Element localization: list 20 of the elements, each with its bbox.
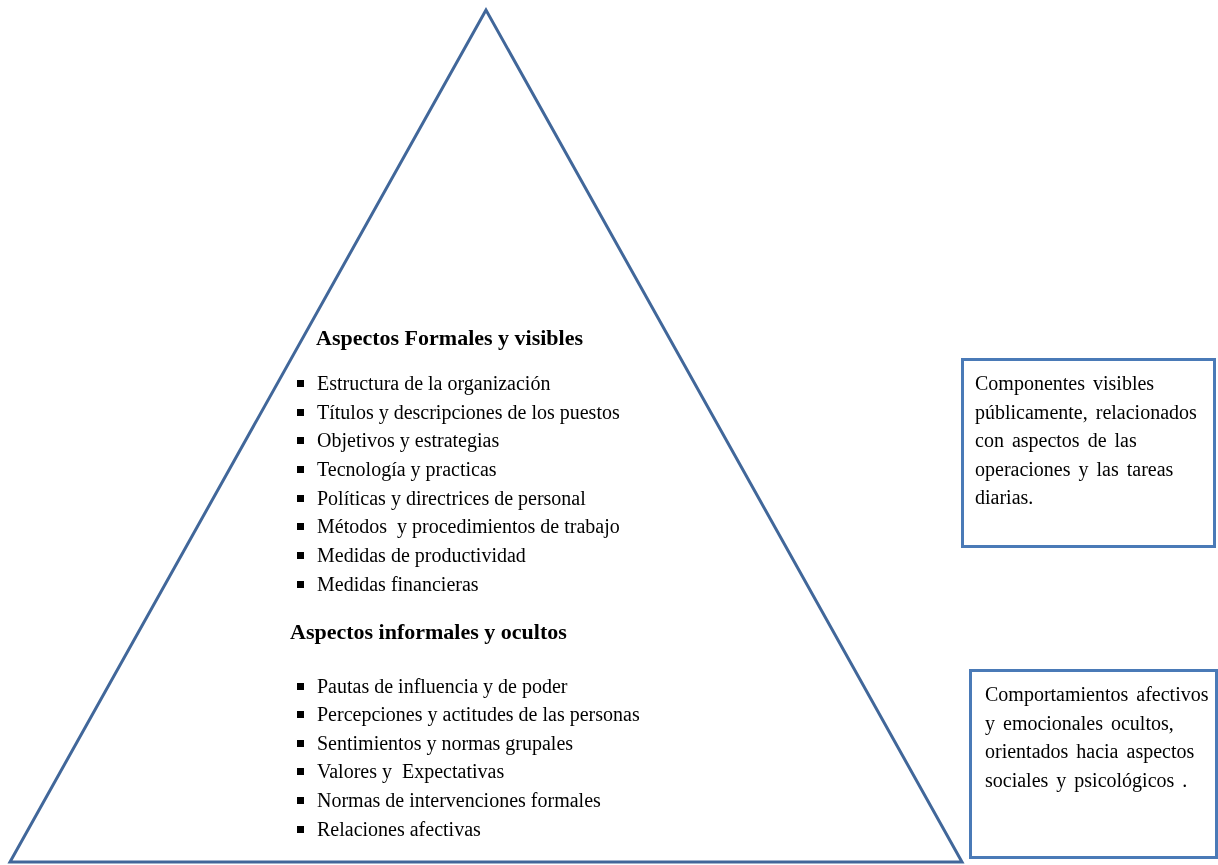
description-text: Componentes visibles públicamente, relacionados con aspectos de las operaciones y las tareas diarias. — [975, 371, 1198, 510]
section-heading: Aspectos Formales y visibles — [316, 325, 584, 351]
list-item: Pautas de influencia y de poder — [317, 674, 568, 698]
list-item: Relaciones afectivas — [317, 817, 481, 841]
list-item: Medidas financieras — [317, 572, 479, 596]
list-item: Títulos y descripciones de los puestos — [317, 400, 620, 424]
list-item: Medidas de productividad — [317, 543, 526, 567]
list-item: Valores y Expectativas — [317, 759, 505, 783]
list-item: Sentimientos y normas grupales — [317, 731, 574, 755]
list-item: Tecnología y practicas — [317, 457, 497, 481]
list-item: Políticas y directrices de personal — [317, 486, 586, 510]
list-item: Estructura de la organización — [317, 371, 551, 395]
description-box — [961, 358, 1216, 548]
list-item: Objetivos y estrategias — [317, 428, 500, 452]
list-item: Normas de intervenciones formales — [317, 788, 601, 812]
section-heading: Aspectos informales y ocultos — [290, 619, 567, 645]
description-box — [969, 669, 1218, 859]
list-item: Métodos y procedimientos de trabajo — [317, 514, 620, 538]
description-text: Comportamientos afectivos y emocionales ocultos, orientados hacia aspectos sociales y psicológicos . — [985, 682, 1209, 794]
list-item: Percepciones y actitudes de las personas — [317, 702, 640, 726]
